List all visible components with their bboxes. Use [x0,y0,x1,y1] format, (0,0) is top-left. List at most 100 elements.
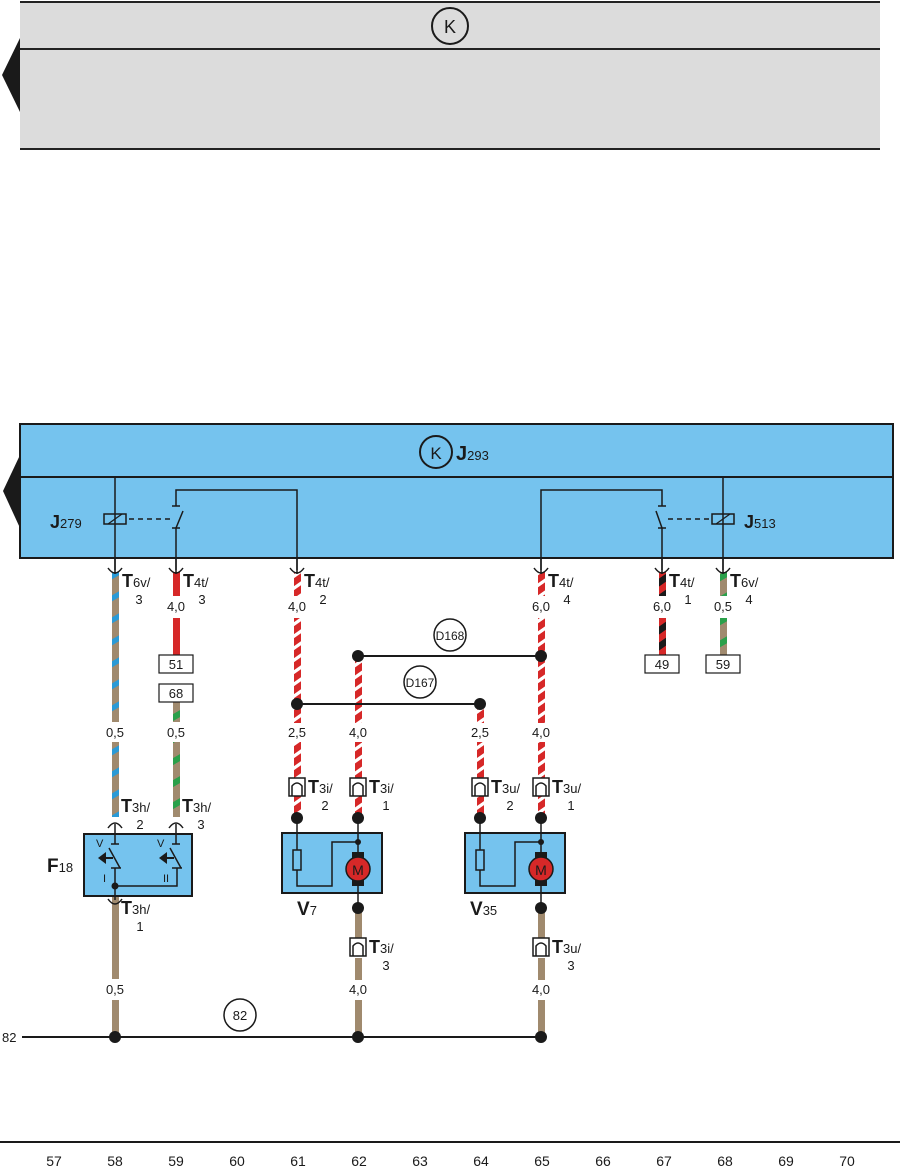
ref-box-68: 68 [158,683,194,703]
ref-box-49: 49 [644,654,680,674]
svg-text:I: I [103,873,106,885]
pin-t4t-1: T4t/1 6,0 [653,571,695,614]
wire-brown-blue [112,572,119,722]
v7-label: V7 [297,899,317,920]
svg-text:0,5: 0,5 [106,982,124,997]
continuation-arrow-icon [2,38,20,112]
track-number: 69 [778,1153,794,1169]
svg-text:M: M [352,862,364,878]
svg-text:2: 2 [319,592,326,607]
switch-f18: T3h/ 2 T3h/ 3 T3h/ 1 V V I II F18 [47,796,211,934]
svg-text:T3u/: T3u/ [491,777,520,797]
continuation-arrow-icon [3,455,20,528]
svg-text:1: 1 [382,798,389,813]
relay-switch-icon [655,510,663,529]
svg-text:2: 2 [506,798,513,813]
svg-text:51: 51 [169,657,183,672]
wire-brown [355,1000,362,1037]
svg-text:3: 3 [382,958,389,973]
svg-text:T3i/: T3i/ [369,777,394,797]
svg-text:0,5: 0,5 [714,599,732,614]
svg-text:T3u/: T3u/ [552,937,581,957]
svg-text:3: 3 [198,592,205,607]
svg-text:4: 4 [745,592,752,607]
svg-text:6,0: 6,0 [653,599,671,614]
track-number: 63 [412,1153,428,1169]
svg-text:2: 2 [136,817,143,832]
wire-brown [355,958,362,980]
plug-connector-icon [532,937,550,957]
wire-red-white [538,796,545,818]
svg-text:59: 59 [716,657,730,672]
wire-red-white [294,796,301,818]
wire-red-white [538,742,545,778]
wire-brown-green [173,742,180,817]
svg-text:V: V [157,838,165,850]
svg-text:2: 2 [321,798,328,813]
svg-text:D168: D168 [436,629,465,643]
ref-box-51: 51 [158,654,194,674]
wire-brown-green [720,572,727,596]
svg-text:V: V [96,838,104,850]
svg-text:3: 3 [135,592,142,607]
svg-text:3: 3 [197,817,204,832]
reference-boxes: 51 68 49 59 [158,654,741,703]
svg-text:4: 4 [563,592,570,607]
svg-text:4,0: 4,0 [532,725,550,740]
track-number: 59 [168,1153,184,1169]
splice-d167: D167 [291,665,486,710]
track-number: 62 [351,1153,367,1169]
wire-red-white [294,742,301,778]
plug-connector-icon [349,777,367,797]
v35-label: V35 [470,899,497,920]
track-number: 57 [46,1153,62,1169]
svg-text:T6v/: T6v/ [730,571,759,591]
svg-text:T3h/: T3h/ [182,796,211,816]
wire-red-white [477,704,484,723]
svg-text:1: 1 [684,592,691,607]
wires [112,572,727,1037]
wire-brown [112,1000,119,1037]
svg-text:T4t/: T4t/ [669,571,695,591]
plug-connector-icon [471,777,489,797]
svg-text:T6v/: T6v/ [122,571,151,591]
svg-text:4,0: 4,0 [532,982,550,997]
svg-text:1: 1 [136,919,143,934]
j513-label: J513 [744,512,776,532]
plug-connector-labels: T3i/ 2 T3i/ 1 T3u/ 2 T3u/ 1 T3i/ 3 T3u/ … [308,777,581,973]
track-number: 70 [839,1153,855,1169]
svg-text:4,0: 4,0 [167,599,185,614]
pin-t4t-3: T4t/3 4,0 [167,571,209,614]
wire-red [173,572,180,596]
svg-text:4,0: 4,0 [288,599,306,614]
wire-red-white [294,572,301,596]
control-unit-j293: K J293 J279 J513 [3,423,894,570]
svg-text:2,5: 2,5 [288,725,306,740]
wire-red [173,618,180,655]
relay-coil-icon [711,513,735,525]
wire-brown-blue [112,742,119,817]
ref-box-59: 59 [705,654,741,674]
svg-text:D167: D167 [406,676,435,690]
track-number: 65 [534,1153,550,1169]
wire-brown [355,910,362,938]
j279-label: J279 [50,512,82,532]
ground-line-82: 82 82 [2,998,547,1045]
svg-text:T4t/: T4t/ [548,571,574,591]
svg-text:II: II [163,873,169,885]
svg-text:T3i/: T3i/ [308,777,333,797]
svg-text:M: M [535,862,547,878]
wire-red-white [477,742,484,778]
top-panel: K [2,1,880,150]
svg-text:T3h/: T3h/ [121,796,150,816]
pin-t6v-3: T6v/3 [122,571,151,607]
svg-text:T4t/: T4t/ [183,571,209,591]
pin-t4t-4: T4t/46,0 [532,571,574,614]
svg-text:0,5: 0,5 [106,725,124,740]
svg-text:2,5: 2,5 [471,725,489,740]
svg-text:4,0: 4,0 [349,982,367,997]
wire-brown [112,897,119,979]
plug-connector-icon [532,777,550,797]
